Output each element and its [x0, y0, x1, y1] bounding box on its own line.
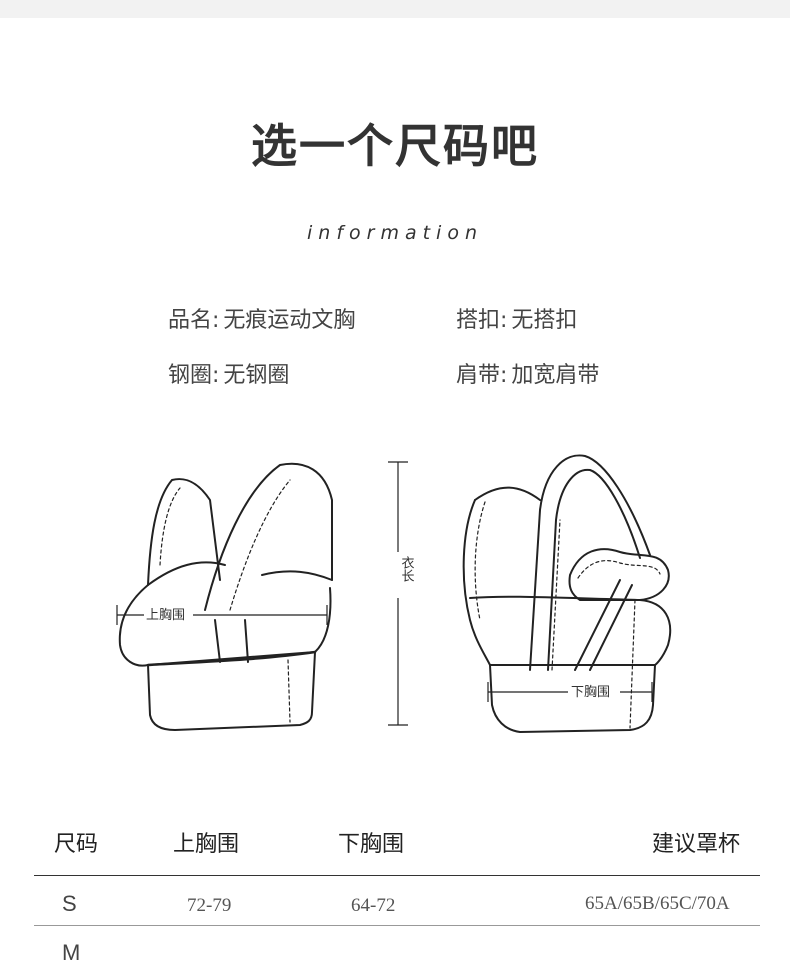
spec-label: 肩带:	[456, 363, 508, 388]
column-header-upper-chest: 上胸围	[173, 832, 240, 857]
upper-chest-label: 上胸围	[146, 608, 185, 623]
spec-underwire: 钢圈:无钢圈	[168, 357, 289, 389]
row-cup: 65A/65B/65C/70A	[585, 893, 730, 914]
spec-value: 无搭扣	[511, 308, 578, 333]
spec-value: 加宽肩带	[511, 363, 600, 388]
spec-value: 无痕运动文胸	[223, 308, 356, 333]
length-label: 衣长	[399, 555, 415, 582]
under-chest-label: 下胸围	[571, 685, 610, 700]
spec-product-name: 品名:无痕运动文胸	[168, 302, 355, 334]
page-subtitle: information	[307, 222, 483, 244]
row-size: S	[62, 891, 77, 916]
column-header-cup: 建议罩杯	[652, 832, 741, 857]
spec-label: 钢圈:	[168, 363, 220, 388]
back-view-drawing	[462, 454, 672, 733]
page-title: 选一个尺码吧	[251, 119, 539, 173]
spec-label: 搭扣:	[456, 308, 508, 333]
measure-lines	[116, 461, 653, 726]
table-header-divider	[34, 875, 760, 876]
spec-value: 无钢圈	[223, 363, 290, 388]
row-size: M	[62, 940, 81, 965]
front-view-drawing	[118, 462, 333, 731]
column-header-under-chest: 下胸围	[338, 832, 405, 857]
row-under-chest: 64-72	[351, 895, 396, 916]
row-upper-chest: 72-79	[187, 895, 232, 916]
bra-diagram: 上胸围 衣长 下胸围	[116, 454, 672, 733]
spec-clasp: 搭扣:无搭扣	[456, 302, 577, 334]
top-bar	[0, 0, 790, 18]
spec-strap: 肩带:加宽肩带	[456, 357, 599, 389]
table-row-divider	[34, 925, 760, 926]
spec-label: 品名:	[168, 308, 220, 333]
column-header-size: 尺码	[54, 832, 99, 857]
